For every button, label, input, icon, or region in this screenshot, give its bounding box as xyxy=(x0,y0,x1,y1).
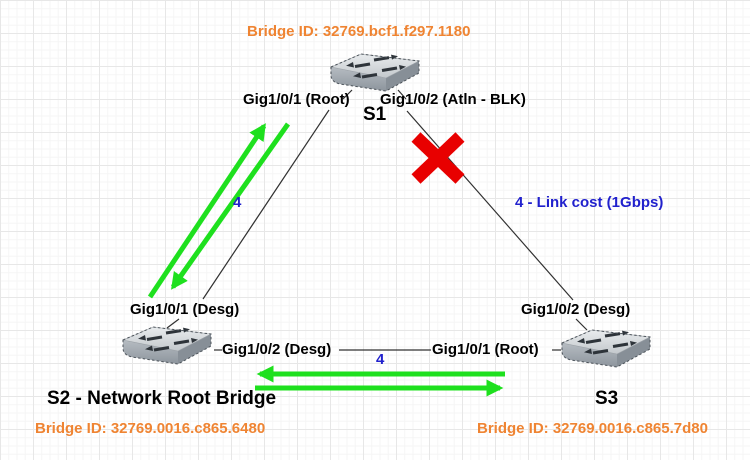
switch-icon-s1[interactable] xyxy=(329,52,421,93)
bridge-id-s1: Bridge ID: 32769.bcf1.f297.1180 xyxy=(247,23,471,40)
device-name-s3: S3 xyxy=(595,388,619,409)
link-cost-s1-s3: 4 - Link cost (1Gbps) xyxy=(515,194,664,211)
port-label-s3-gig102: Gig1/0/2 (Desg) xyxy=(521,301,631,318)
port-label-s2-gig101: Gig1/0/1 (Desg) xyxy=(130,301,240,318)
switch-icon-s2[interactable] xyxy=(121,325,213,366)
link-s1-s2 xyxy=(166,89,353,329)
blocked-link-x-icon xyxy=(411,132,465,184)
link-cost-s1-s2: 4 xyxy=(233,194,242,211)
port-label-s3-gig101: Gig1/0/1 (Root) xyxy=(432,341,539,358)
port-label-s1-gig101: Gig1/0/1 (Root) xyxy=(243,91,350,108)
device-name-s2: S2 - Network Root Bridge xyxy=(47,388,277,409)
bridge-id-s2: Bridge ID: 32769.0016.c865.6480 xyxy=(35,420,266,437)
flow-arrows-s2-s3 xyxy=(255,365,505,397)
flow-arrows-s1-s2 xyxy=(147,122,291,299)
port-label-s2-gig102: Gig1/0/2 (Desg) xyxy=(222,341,332,358)
switch-icon-s3[interactable] xyxy=(560,328,652,369)
bridge-id-s3: Bridge ID: 32769.0016.c865.7d80 xyxy=(477,420,708,437)
device-name-s1: S1 xyxy=(363,104,387,125)
port-label-s1-gig102: Gig1/0/2 (Atln - BLK) xyxy=(380,91,526,108)
link-s1-s3 xyxy=(397,89,588,331)
link-cost-s2-s3: 4 xyxy=(376,351,385,368)
